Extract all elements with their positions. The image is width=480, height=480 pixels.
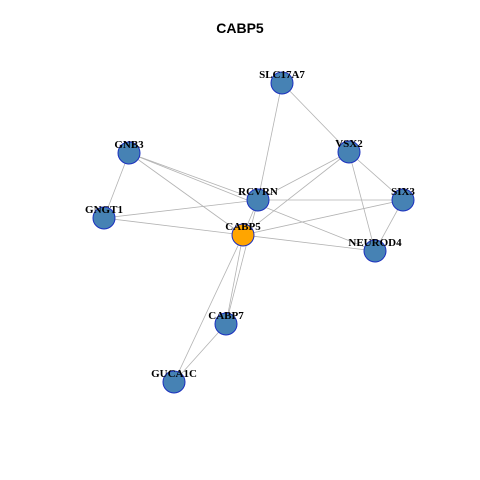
edge-cabp7-guca1c: [173, 323, 227, 383]
node-guca1c[interactable]: [162, 370, 186, 394]
node-cabp7[interactable]: [214, 312, 238, 336]
edge-gnb3-gngt1: [103, 152, 130, 219]
edge-cabp5-guca1c: [173, 234, 244, 383]
node-vsx2[interactable]: [337, 140, 361, 164]
edge-slc17a7-vsx2: [281, 82, 350, 153]
node-label-gngt1: GNGT1: [85, 204, 123, 216]
node-label-neurod4: NEUROD4: [348, 237, 402, 249]
node-cabp5[interactable]: [231, 223, 255, 247]
node-layer: [92, 71, 415, 394]
node-label-six3: SIX3: [391, 186, 415, 198]
edge-gnb3-rcvrn: [128, 152, 259, 201]
edge-cabp5-neurod4: [242, 234, 376, 252]
node-neurod4[interactable]: [363, 239, 387, 263]
edge-vsx2-six3: [348, 151, 404, 201]
node-label-rcvrn: RCVRN: [238, 186, 278, 198]
node-slc17a7[interactable]: [270, 71, 294, 95]
node-gngt1[interactable]: [92, 206, 116, 230]
node-rcvrn[interactable]: [246, 188, 270, 212]
edge-gngt1-cabp5: [103, 217, 244, 236]
node-label-slc17a7: SLC17A7: [259, 69, 305, 81]
edge-rcvrn-gngt1: [103, 199, 259, 219]
graph-title: CABP5: [216, 20, 264, 36]
edge-rcvrn-cabp7: [225, 199, 259, 325]
edge-vsx2-rcvrn: [257, 151, 350, 201]
edge-cabp5-cabp7: [225, 234, 244, 325]
node-label-cabp7: CABP7: [208, 310, 244, 322]
node-label-guca1c: GUCA1C: [151, 368, 197, 380]
node-label-cabp5: CABP5: [225, 221, 261, 233]
node-six3[interactable]: [391, 188, 415, 212]
edge-vsx2-neurod4: [348, 151, 376, 252]
edge-vsx2-cabp5: [242, 151, 350, 236]
edge-slc17a7-rcvrn: [257, 82, 283, 201]
edge-gnb3-cabp5: [128, 152, 244, 236]
node-gnb3[interactable]: [117, 141, 141, 165]
node-label-vsx2: VSX2: [335, 138, 363, 150]
edge-six3-cabp5: [242, 199, 404, 236]
node-label-gnb3: GNB3: [114, 139, 144, 151]
